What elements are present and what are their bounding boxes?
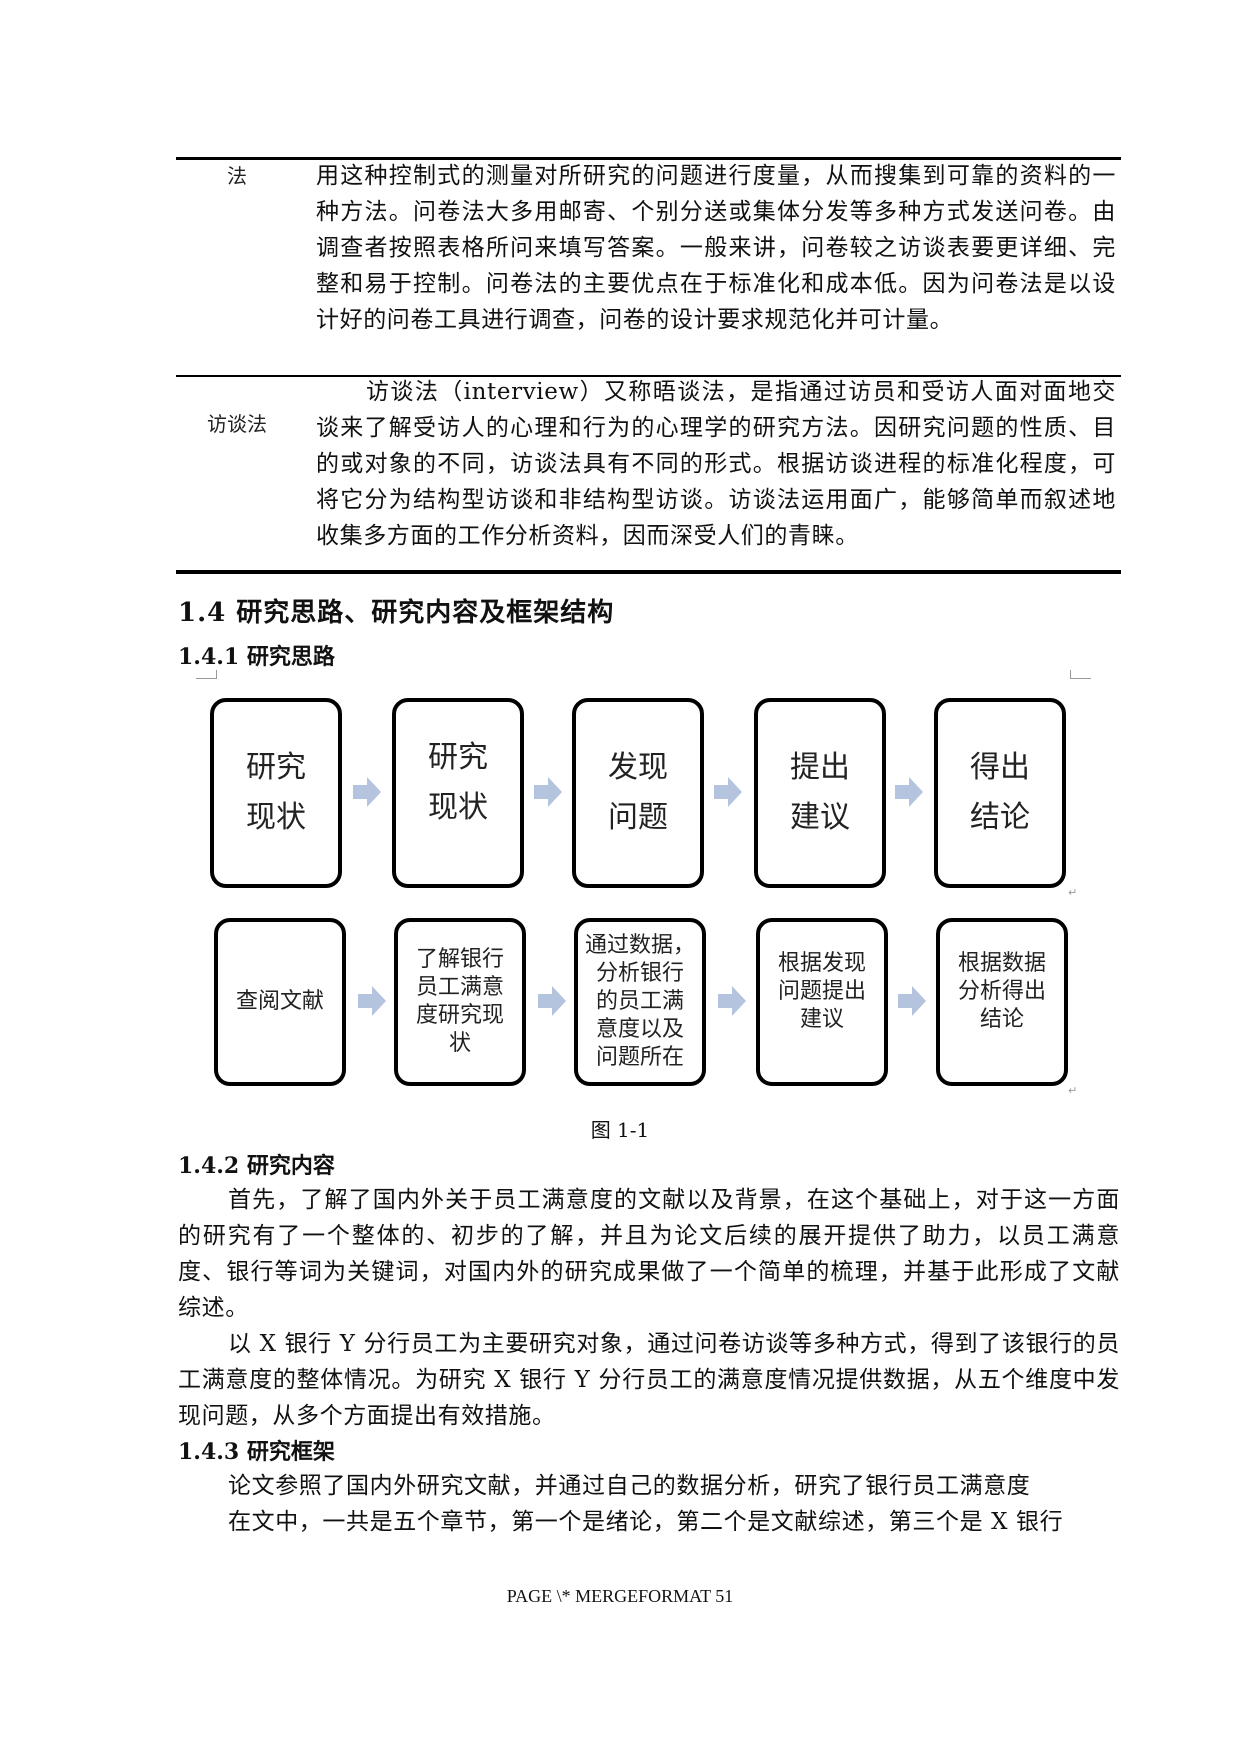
arrow-right-icon xyxy=(718,986,746,1016)
box-text: 根据数据 xyxy=(957,951,1046,976)
box-text: 度研究现 xyxy=(415,1003,504,1028)
flow-box: 根据数据分析得出结论 xyxy=(936,918,1068,1086)
flow-box: 提出建议 xyxy=(754,698,886,888)
box-text: 问题提出 xyxy=(777,979,866,1004)
flow-box: 了解银行员工满意度研究现状 xyxy=(394,918,526,1086)
table-row-divider xyxy=(176,375,1121,377)
flow-box: 通过数据， 分析银行的员工满意度以及问题所在 xyxy=(574,918,706,1086)
box-text: 建议 xyxy=(790,800,850,835)
page-number-field: PAGE \* MERGEFORMAT 51 xyxy=(506,1586,734,1606)
research-content-text: 首先，了解了国内外关于员工满意度的文献以及背景，在这个基础上，对于这一方面的研究… xyxy=(178,1182,1120,1434)
box-text: 了解银行 xyxy=(415,947,504,972)
flow-box: 研究现状 xyxy=(392,698,524,888)
flow-box: 发现问题 xyxy=(572,698,704,888)
figure-caption: 图 1-1 xyxy=(590,1118,650,1142)
box-text: 状 xyxy=(448,1031,471,1056)
paragraph-mark-icon: ↵ xyxy=(1068,1084,1078,1097)
paragraph: 首先，了解了国内外关于员工满意度的文献以及背景，在这个基础上，对于这一方面的研究… xyxy=(178,1187,1120,1321)
flow-box: 根据发现问题提出建议 xyxy=(756,918,888,1086)
box-text: 结论 xyxy=(970,800,1030,835)
box-text: 现状 xyxy=(428,790,488,825)
paragraph: 以 X 银行 Y 分行员工为主要研究对象，通过问卷访谈等多种方式，得到了该银行的… xyxy=(178,1331,1120,1429)
box-text: 结论 xyxy=(979,1007,1024,1032)
paragraph-mark-icon: ↵ xyxy=(1068,886,1078,899)
table-top-rule xyxy=(176,157,1121,160)
box-text: 根据发现 xyxy=(777,951,866,976)
box-text: 意度以及 xyxy=(595,1017,684,1042)
arrow-right-icon xyxy=(714,777,742,807)
box-text: 问题 xyxy=(608,800,668,835)
arrow-right-icon xyxy=(358,986,386,1016)
box-text: 研究 xyxy=(428,740,488,775)
paragraph: 在文中，一共是五个章节，第一个是绪论，第二个是文献综述，第三个是 X 银行 xyxy=(228,1509,1064,1535)
box-text: 通过数据， xyxy=(584,933,695,958)
arrow-right-icon xyxy=(895,777,923,807)
box-text: 得出 xyxy=(970,750,1030,785)
arrow-right-icon xyxy=(538,986,566,1016)
subsection-heading-research-framework: 1.4.3 研究框架 xyxy=(178,1439,335,1465)
method-label: 法 xyxy=(227,164,247,188)
box-text: 的员工满 xyxy=(595,989,684,1014)
corner-mark-left xyxy=(196,670,217,679)
flow-box: 查阅文献 xyxy=(214,918,346,1086)
box-text: 发现 xyxy=(608,750,668,785)
subsection-heading-research-content: 1.4.2 研究内容 xyxy=(178,1153,335,1179)
subsection-heading-research-approach: 1.4.1 研究思路 xyxy=(178,644,335,670)
arrow-right-icon xyxy=(534,777,562,807)
box-text: 提出 xyxy=(790,750,850,785)
box-text: 问题所在 xyxy=(595,1045,684,1070)
section-heading: 1.4 研究思路、研究内容及框架结构 xyxy=(178,598,615,628)
method-description: 用这种控制式的测量对所研究的问题进行度量，从而搜集到可靠的资料的一种方法。问卷法… xyxy=(316,163,1116,333)
box-text: 分析得出 xyxy=(957,979,1046,1004)
box-text: 分析银行 xyxy=(595,961,684,986)
paragraph: 论文参照了国内外研究文献，并通过自己的数据分析，研究了银行员工满意度 xyxy=(228,1473,1031,1499)
flow-box: 得出结论 xyxy=(934,698,1066,888)
box-text: 现状 xyxy=(246,800,306,835)
box-text: 查阅文献 xyxy=(235,989,324,1014)
method-description: 访谈法（interview）又称晤谈法，是指通过访员和受访人面对面地交谈来了解受… xyxy=(316,379,1116,549)
method-label: 访谈法 xyxy=(207,412,267,436)
box-text: 研究 xyxy=(246,750,306,785)
box-text: 员工满意 xyxy=(415,975,504,1000)
corner-mark-right xyxy=(1070,670,1091,679)
research-framework-text: 论文参照了国内外研究文献，并通过自己的数据分析，研究了银行员工满意度 在文中，一… xyxy=(178,1468,1120,1540)
arrow-right-icon xyxy=(898,986,926,1016)
box-text: 建议 xyxy=(799,1007,844,1032)
arrow-right-icon xyxy=(353,777,381,807)
table-bottom-rule xyxy=(176,570,1121,574)
flow-box: 研究现状 xyxy=(210,698,342,888)
